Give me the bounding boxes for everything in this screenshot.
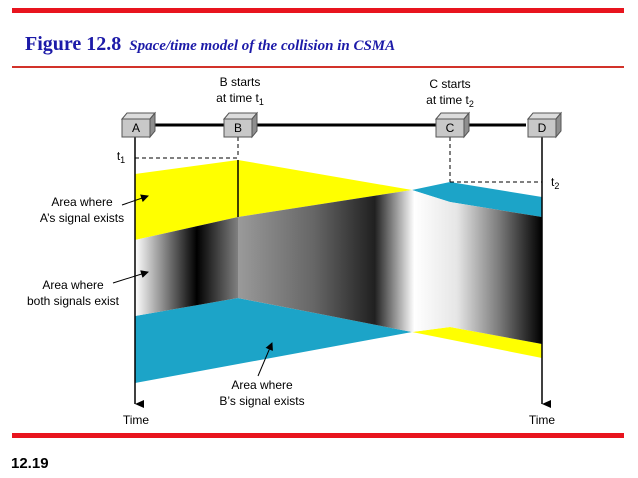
station-d: D: [526, 111, 563, 139]
station-b-label: B: [234, 121, 242, 135]
area-both-line1: Area where: [42, 278, 104, 292]
slide-number: 12.19: [11, 455, 49, 472]
dashed-guides: [135, 137, 542, 183]
area-a-line2: A’s signal exists: [40, 211, 124, 225]
c-starts-line2: at time t2: [426, 93, 474, 109]
figure-caption: Space/time model of the collision in CSM…: [129, 38, 396, 54]
area-a-line1: Area where: [51, 195, 113, 209]
station-a-label: A: [132, 121, 140, 135]
area-both-pointer: [112, 270, 149, 284]
area-b-line1: Area where: [231, 378, 293, 392]
b-signal-region: [135, 298, 412, 383]
collision-region-main: [238, 190, 542, 344]
c-signal-region-top: [412, 182, 542, 217]
station-d-label: D: [538, 121, 547, 135]
a-signal-tail: [412, 327, 542, 358]
figure-number: Figure 12.8: [25, 33, 122, 55]
area-b-line2: B’s signal exists: [219, 394, 304, 408]
area-a-pointer: [121, 194, 149, 206]
time-label-left: Time: [123, 413, 150, 427]
bottom-rule: [12, 433, 624, 438]
a-signal-region: [135, 160, 412, 240]
figure-title: Figure 12.8 Space/time model of the colli…: [25, 33, 395, 56]
b-starts-line2: at time t1: [216, 91, 264, 107]
b-starts-line1: B starts: [220, 75, 261, 89]
area-b-pointer: [257, 342, 273, 377]
area-both-line2: both signals exist: [27, 294, 120, 308]
time-label-right: Time: [529, 413, 556, 427]
station-a: A: [120, 111, 157, 139]
station-c: C: [434, 111, 471, 139]
t1-label: t1: [117, 149, 125, 165]
t2-label: t2: [551, 175, 559, 191]
station-c-label: C: [446, 121, 455, 135]
station-b: B: [222, 111, 259, 139]
title-divider: [12, 66, 624, 68]
c-starts-line1: C starts: [429, 77, 470, 91]
collision-region-left: [135, 217, 238, 316]
top-rule: [12, 8, 624, 13]
